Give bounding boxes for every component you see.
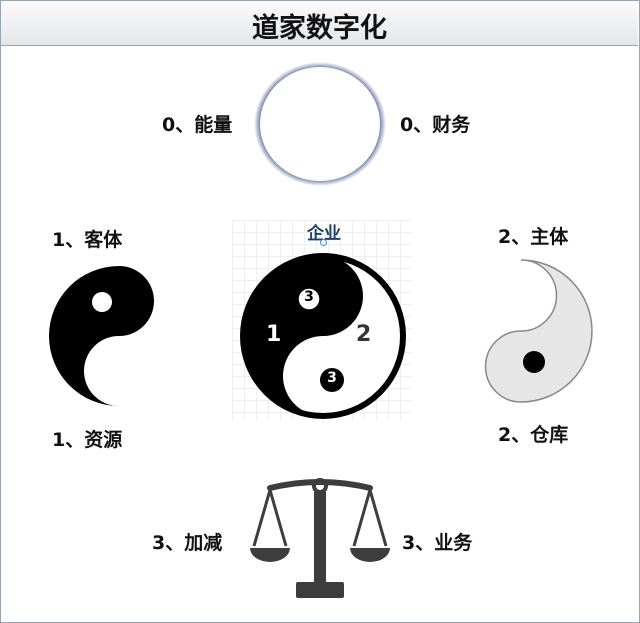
empty-circle-icon — [254, 62, 386, 186]
yin-half-icon — [49, 266, 154, 406]
label-energy: 0、能量 — [162, 114, 233, 136]
balance-scale-icon — [250, 478, 390, 598]
number-two: 2 — [356, 322, 372, 347]
label-business: 3、业务 — [402, 532, 473, 554]
title-bar: 道家数字化 — [1, 1, 638, 46]
number-one: 1 — [266, 322, 282, 347]
label-subject: 2、主体 — [498, 226, 569, 248]
yang-half-icon — [484, 259, 593, 403]
anchor-dot — [320, 239, 327, 246]
yin-yang-top-dot — [297, 287, 321, 311]
label-enterprise: 企业 — [307, 224, 341, 244]
label-addsub: 3、加减 — [152, 532, 223, 554]
page-title: 道家数字化 — [252, 13, 387, 44]
number-three-bottom: 3 — [327, 370, 337, 386]
label-warehouse: 2、仓库 — [498, 424, 569, 446]
yin-eye-dot — [92, 292, 112, 312]
yin-yang-bottom-dot — [320, 368, 344, 392]
label-resource: 1、资源 — [52, 429, 123, 451]
label-finance: 0、财务 — [400, 114, 471, 136]
number-three-top: 3 — [304, 289, 314, 305]
label-object: 1、客体 — [52, 229, 123, 251]
